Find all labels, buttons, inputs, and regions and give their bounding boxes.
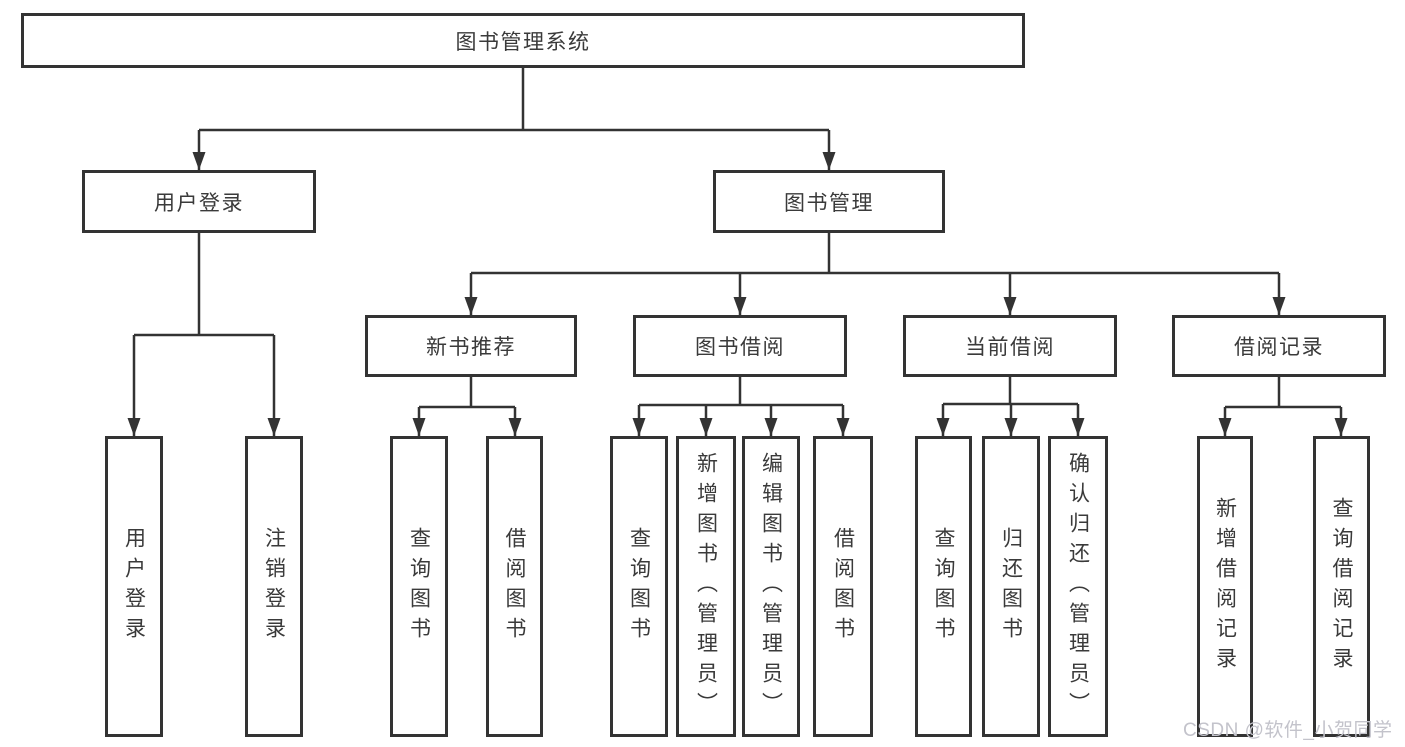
node-user-login-label: 用户登录 <box>154 191 244 215</box>
leaf-query-borrow-record: 查询借阅记录 <box>1313 436 1370 737</box>
leaf-label: 新增借阅记录 <box>1213 496 1237 677</box>
leaf-label: 用户登录 <box>122 526 146 647</box>
node-new-book-recommend-label: 新书推荐 <box>426 336 516 359</box>
leaf-label: 归还图书 <box>999 526 1023 647</box>
node-borrow-record-label: 借阅记录 <box>1234 336 1324 359</box>
node-new-book-recommend: 新书推荐 <box>365 315 577 377</box>
leaf-user-login: 用户登录 <box>105 436 163 737</box>
tree-edges <box>127 68 1348 436</box>
leaf-return-book: 归还图书 <box>982 436 1040 737</box>
leaf-confirm-return-admin: 确认归还（管理员） <box>1048 436 1108 737</box>
leaf-borrow-book-recommend: 借阅图书 <box>486 436 543 737</box>
leaf-label: 编辑图书（管理员） <box>759 451 783 722</box>
leaf-label: 借阅图书 <box>831 526 855 647</box>
leaf-query-book-current: 查询图书 <box>915 436 972 737</box>
node-root: 图书管理系统 <box>21 13 1025 68</box>
leaf-label: 借阅图书 <box>503 526 526 647</box>
leaf-query-book-recommend: 查询图书 <box>390 436 448 737</box>
leaf-label: 查询图书 <box>932 526 955 647</box>
leaf-label: 新增图书（管理员） <box>694 451 718 722</box>
leaf-label: 查询图书 <box>407 526 431 647</box>
leaf-borrow-book: 借阅图书 <box>813 436 873 737</box>
leaf-label: 注销登录 <box>262 526 286 647</box>
node-user-login: 用户登录 <box>82 170 316 233</box>
node-current-borrow-label: 当前借阅 <box>965 336 1055 359</box>
node-root-label: 图书管理系统 <box>455 30 591 54</box>
leaf-add-borrow-record: 新增借阅记录 <box>1197 436 1253 737</box>
leaf-add-book-admin: 新增图书（管理员） <box>676 436 736 737</box>
node-book-borrow-label: 图书借阅 <box>695 336 785 359</box>
leaf-label: 确认归还（管理员） <box>1066 451 1090 722</box>
leaf-label: 查询图书 <box>627 526 651 647</box>
node-borrow-record: 借阅记录 <box>1172 315 1386 377</box>
leaf-logout: 注销登录 <box>245 436 303 737</box>
watermark: CSDN @软件_小贺同学 <box>1183 720 1393 741</box>
leaf-edit-book-admin: 编辑图书（管理员） <box>742 436 800 737</box>
node-book-borrow: 图书借阅 <box>633 315 847 377</box>
leaf-query-book-borrow: 查询图书 <box>610 436 668 737</box>
node-current-borrow: 当前借阅 <box>903 315 1117 377</box>
node-book-management: 图书管理 <box>713 170 945 233</box>
leaf-label: 查询借阅记录 <box>1330 496 1353 677</box>
node-book-management-label: 图书管理 <box>784 191 874 215</box>
